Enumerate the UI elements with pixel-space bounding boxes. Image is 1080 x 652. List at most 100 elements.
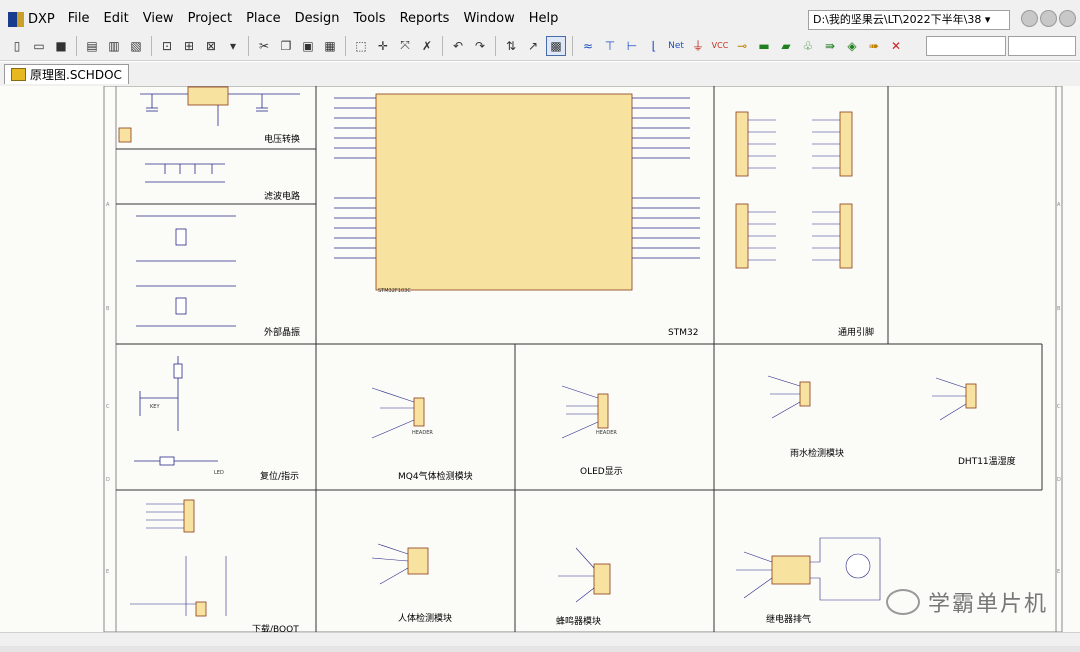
menu-place[interactable]: Place [246,11,281,26]
dxp-logo-icon [8,11,24,27]
svg-text:E: E [1057,569,1060,575]
horizontal-scrollbar[interactable] [0,632,1080,647]
menu-file[interactable]: File [67,11,90,26]
status-bar [0,646,1080,652]
new-icon[interactable]: ▯ [13,38,21,53]
module-label-dht11: DHT11温湿度 [958,455,1016,467]
menu-reports[interactable]: Reports [399,11,450,26]
reset-key-label: KEY [150,404,160,410]
bus-icon[interactable]: ⊤ [604,38,616,53]
toolbar-separator [76,35,77,56]
svg-text:B: B [106,306,110,312]
schematic-file-icon [11,68,26,81]
svg-text:D: D [106,477,110,483]
forward-icon[interactable] [1040,10,1057,27]
svg-text:C: C [106,404,110,410]
svg-text:C: C [1057,404,1061,410]
wire-icon[interactable]: ≈ [582,38,594,53]
no-erc-icon[interactable]: ◈ [847,38,857,53]
net-label-icon[interactable]: ⌊ [651,38,657,53]
mq4-header-label: HEADER [412,430,433,436]
menu-window[interactable]: Window [463,11,515,26]
probe-icon[interactable]: ↗ [527,38,539,53]
open-icon[interactable]: ▭ [33,38,45,53]
reset-led-label: LED [214,470,224,476]
module-label-oled: OLED显示 [580,466,623,477]
copy-icon[interactable]: ❐ [280,38,292,53]
toolbar-separator [151,35,152,56]
menu-edit[interactable]: Edit [103,11,129,26]
home-icon[interactable] [1059,10,1076,27]
browse-library-icon[interactable]: ▩ [546,35,566,56]
module-label-reset: 复位/指示 [260,470,299,482]
no-erc-cross-icon[interactable]: ✕ [890,38,902,53]
path-combobox[interactable]: D:\我的坚果云\LT\2022下半年\38 ▾ [808,10,1010,30]
svg-text:D: D [1057,477,1061,483]
menu-design[interactable]: Design [294,11,340,26]
toolbar-separator [572,35,573,56]
device-sheet-icon[interactable]: ♧ [802,38,814,53]
zoom-select-icon[interactable]: ⊠ [205,38,217,53]
bus-entry-icon[interactable]: ⊢ [626,38,638,53]
filter-combo-1[interactable] [926,36,1006,56]
place-part-icon[interactable]: ⊸ [736,38,748,53]
undo-icon[interactable]: ↶ [452,38,464,53]
rubber-stamp-icon[interactable]: ▦ [324,38,336,53]
dxp-label: DXP [28,11,55,27]
zoom-area-icon[interactable]: ⊞ [183,38,195,53]
sheet-symbol-icon[interactable]: ▬ [758,38,770,53]
document-tab[interactable]: 原理图.SCHDOC [4,64,129,84]
module-label-buzzer: 蜂鸣器模块 [556,615,601,627]
save-icon[interactable]: ■ [55,38,67,53]
print-icon[interactable]: ▤ [86,38,98,53]
module-label-download: 下载/BOOT [252,623,299,632]
wechat-icon [885,589,920,615]
watermark: 学霸单片机 [885,586,1048,618]
svg-text:A: A [1057,202,1061,208]
move-icon[interactable]: ✛ [377,38,389,53]
net-icon[interactable]: Net [668,40,684,51]
sheet-entry-icon[interactable]: ▰ [781,38,791,53]
toolbar-separator [345,35,346,56]
document-tabbar: 原理图.SCHDOC [0,62,1080,87]
menu-help[interactable]: Help [528,11,559,26]
menu-view[interactable]: View [142,11,174,26]
vcc-port-icon[interactable]: VCC [711,41,729,50]
menu-bar: DXP File Edit View Project Place Design … [0,7,1080,31]
print-preview-icon[interactable]: ▥ [108,38,120,53]
port-icon[interactable]: ⇛ [824,38,836,53]
hierarchy-icon[interactable]: ⇅ [505,38,517,53]
directive-icon[interactable]: ➠ [868,38,880,53]
paste-icon[interactable]: ▣ [302,38,314,53]
toolbar: ▯ ▭ ■ ▤ ▥ ▧ ⊡ ⊞ ⊠ ▾ ✂ ❐ ▣ ▦ ⬚ ✛ ⤧ ✗ ↶ ↷ … [0,31,1080,61]
module-label-rain: 雨水检测模块 [790,447,844,459]
svg-text:B: B [1057,306,1061,312]
dxp-logo[interactable]: DXP [8,11,55,27]
gnd-port-icon[interactable]: ⏚ [691,39,704,53]
module-label-pir: 人体检测模块 [398,612,452,624]
redo-icon[interactable]: ↷ [474,38,486,53]
cut-icon[interactable]: ✂ [258,38,270,53]
module-label-relay: 继电器排气 [766,613,811,625]
module-label-power: 电压转换 [264,133,300,145]
module-label-filter: 滤波电路 [264,190,300,202]
menu-tools[interactable]: Tools [353,11,386,26]
clear-filter-icon[interactable]: ✗ [421,38,433,53]
zoom-fit-icon[interactable]: ⊡ [161,38,173,53]
svg-text:A: A [106,202,110,208]
module-label-mq4: MQ4气体检测模块 [398,470,473,482]
module-label-gpio: 通用引脚 [838,327,874,338]
filter-combo-2[interactable] [1008,36,1076,56]
document-tab-label: 原理图.SCHDOC [30,68,122,82]
report-icon[interactable]: ▧ [130,38,142,53]
back-icon[interactable] [1021,10,1038,27]
toolbar-separator [495,35,496,56]
deselect-icon[interactable]: ⤧ [400,38,410,52]
zoom-dropdown-icon[interactable]: ▾ [229,38,237,53]
select-area-icon[interactable]: ⬚ [355,38,367,53]
module-label-crystal: 外部晶振 [264,326,300,338]
module-label-mcu: STM32 [668,328,698,338]
menu-project[interactable]: Project [187,11,233,26]
